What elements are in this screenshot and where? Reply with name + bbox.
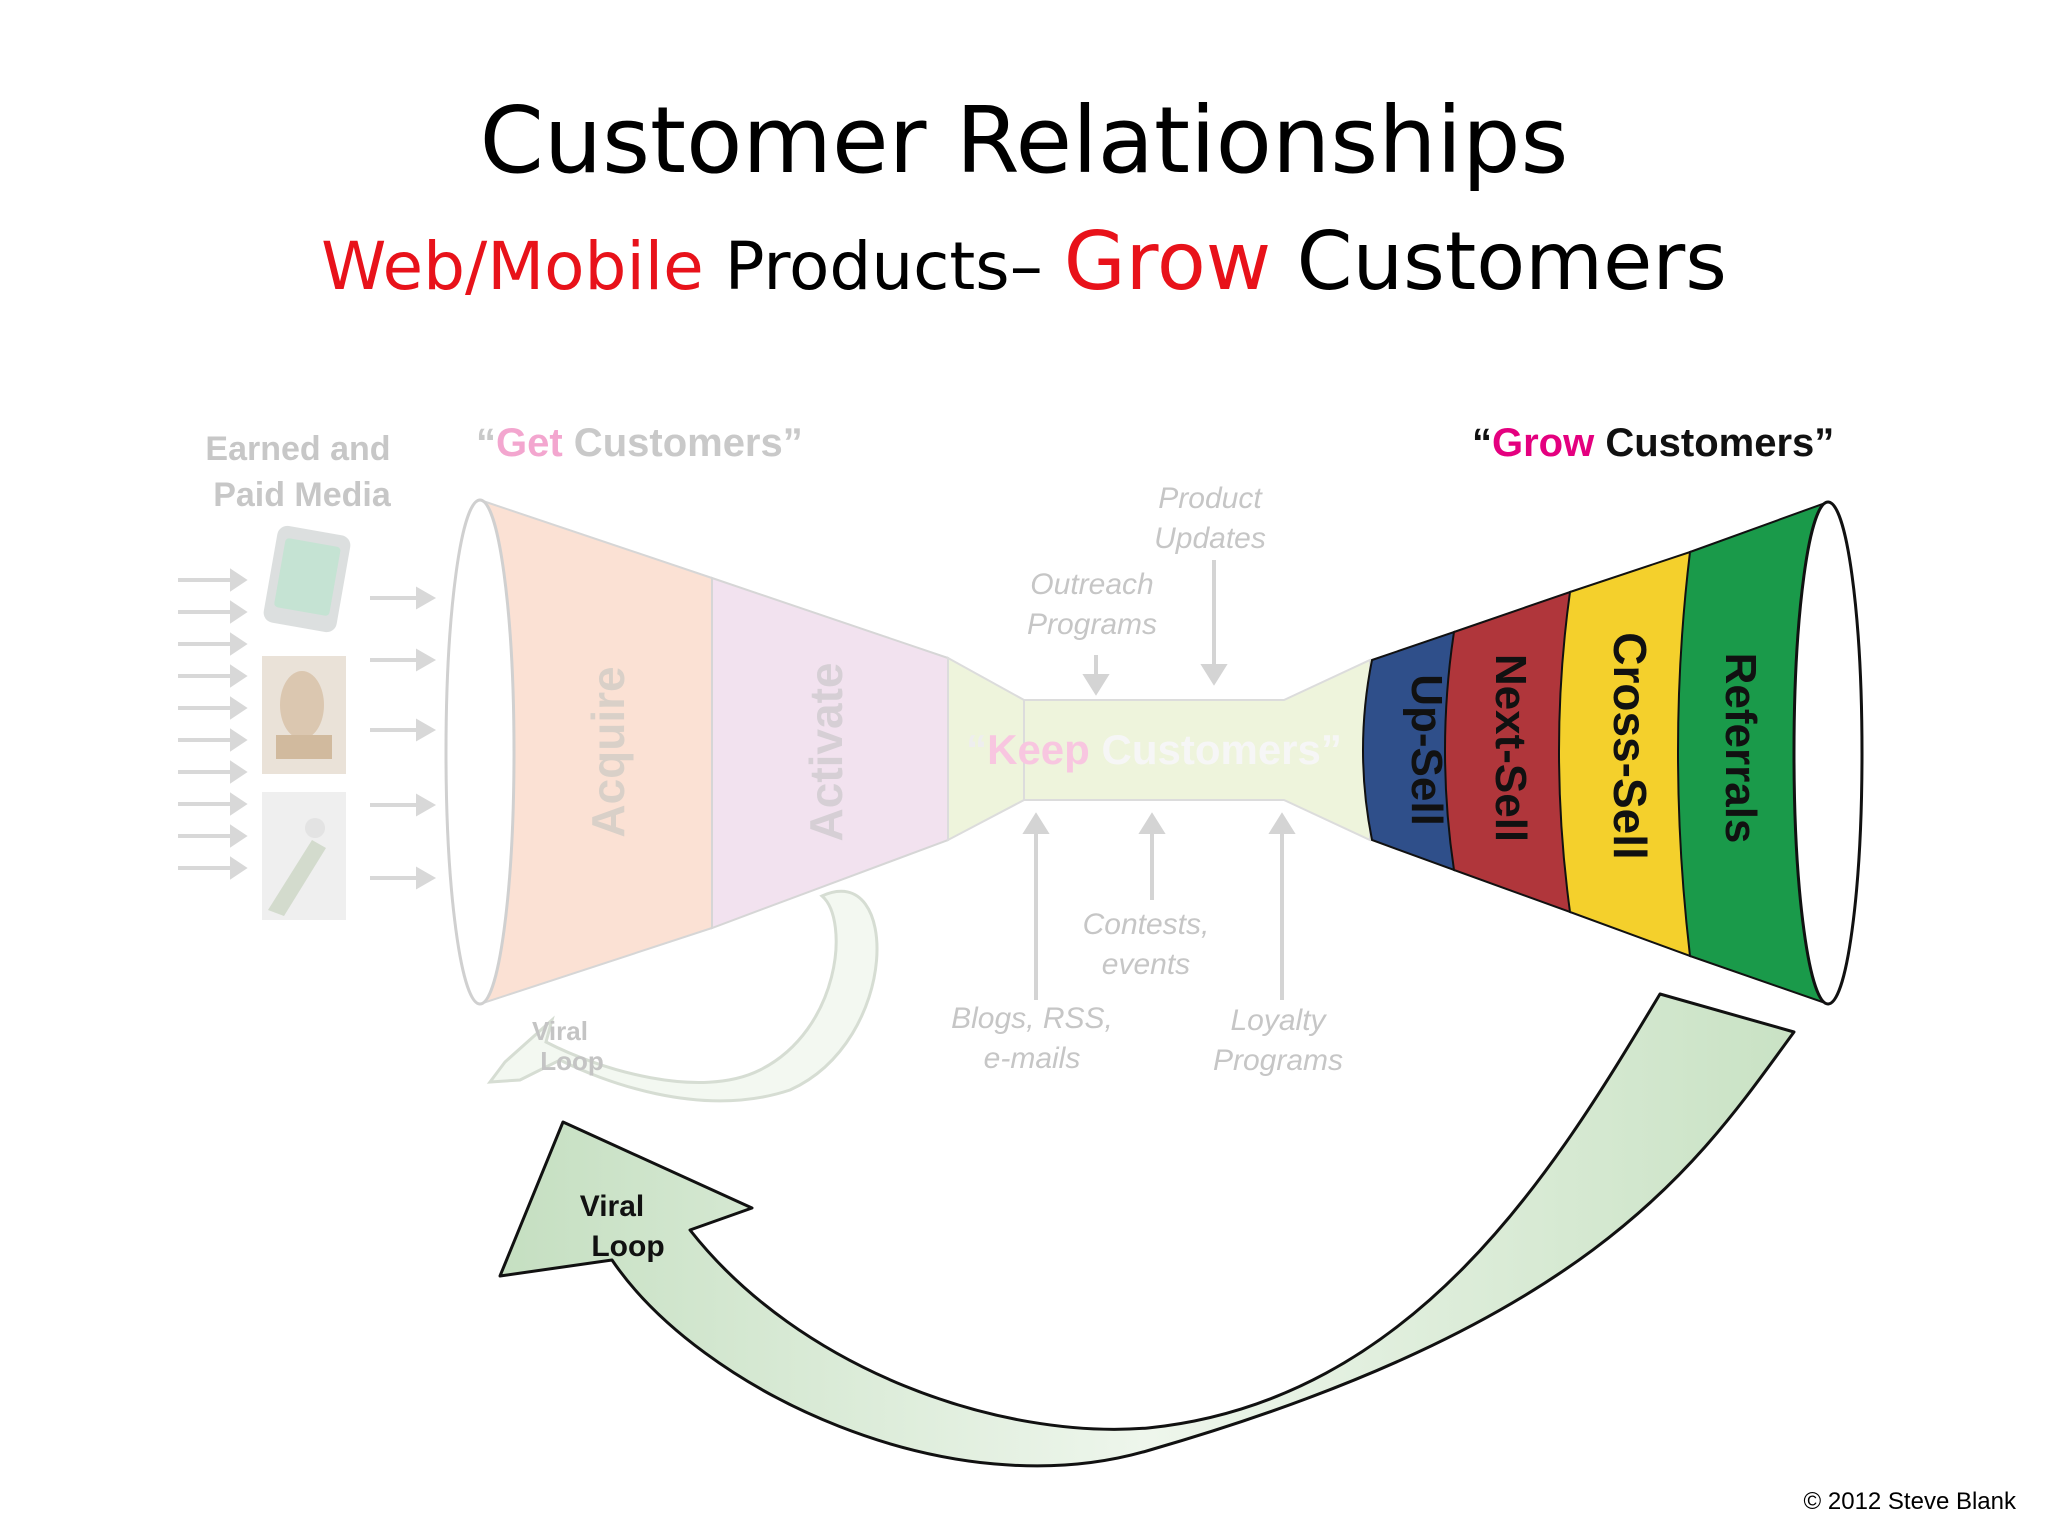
upsell-segment [1362, 630, 1455, 872]
arrow-icon [370, 648, 437, 672]
get-word: Get [496, 421, 563, 465]
arrow-icon [178, 632, 248, 656]
outreach-line1: Outreach [1030, 568, 1153, 601]
acquire-label: Acquire [582, 666, 634, 837]
nextsell-segment [1444, 590, 1571, 914]
blogs-line2: e-mails [984, 1042, 1081, 1075]
incoming-arrows [178, 568, 437, 890]
arrow-icon [370, 718, 437, 742]
upsell-label: Up-Sell [1402, 674, 1451, 826]
cowboy-photo [262, 656, 346, 774]
activate-label: Activate [800, 663, 852, 842]
page-title: Customer Relationships [479, 87, 1569, 194]
crosssell-label: Cross-Sell [1604, 632, 1656, 860]
grow-word: Grow [1492, 421, 1595, 465]
get-open-quote: “ [476, 421, 496, 465]
grow-open-quote: “ [1472, 421, 1492, 465]
small-viral-line1: Viral [532, 1016, 588, 1046]
big-viral-loop: Viral Loop [498, 992, 1796, 1468]
subtitle-web-mobile: Web/Mobile [321, 228, 704, 305]
arrow-down-icon [1200, 560, 1228, 686]
get-rest: Customers” [563, 421, 803, 465]
keep-inputs [1022, 560, 1296, 1000]
get-funnel-mouth [444, 498, 516, 1006]
keep-open-quote: “ [966, 726, 987, 773]
arrow-icon [178, 600, 248, 624]
arrow-icon [178, 696, 248, 720]
keep-word: Keep [987, 726, 1090, 773]
grow-customers-heading: “Grow Customers” [1472, 421, 1834, 465]
champagne-photo [262, 792, 346, 920]
big-viral-line1: Viral [580, 1190, 645, 1223]
media-inputs: Earned and Paid Media [178, 430, 437, 920]
grow-rest: Customers” [1594, 421, 1834, 465]
arrow-icon [178, 792, 248, 816]
grow-funnel-mouth [1792, 500, 1864, 1006]
arrow-up-icon [1022, 812, 1050, 1000]
copyright-notice: © 2012 Steve Blank [1803, 1488, 2016, 1515]
referrals-segment [1677, 500, 1829, 1006]
get-customers-funnel: Acquire Activate [444, 498, 1025, 1006]
media-label-line2: Paid Media [213, 476, 392, 514]
keep-rest: Customers” [1090, 726, 1342, 773]
subtitle-customers: Customers [1271, 215, 1727, 308]
referrals-label: Referrals [1716, 653, 1765, 844]
arrow-up-icon [1268, 812, 1296, 1000]
arrow-icon [178, 760, 248, 784]
arrow-icon [370, 586, 437, 610]
small-viral-loop: Viral Loop [486, 889, 879, 1103]
contests-line1: Contests, [1083, 908, 1210, 941]
keep-labels: Product Updates Outreach Programs Contes… [951, 482, 1343, 1077]
page-subtitle: Web/Mobile Products– Grow Customers [0, 222, 2048, 302]
arrow-icon [178, 664, 248, 688]
arrow-icon [370, 866, 437, 890]
arrow-up-icon [1138, 812, 1166, 900]
subtitle-products: Products– [703, 228, 1064, 305]
arrow-icon [370, 793, 437, 817]
phone-media-image [263, 525, 351, 633]
keep-customers-label: “Keep Customers” [966, 726, 1342, 773]
outreach-line2: Programs [1027, 608, 1157, 641]
small-viral-line2: Loop [540, 1046, 604, 1076]
big-viral-line2: Loop [591, 1230, 664, 1263]
arrow-icon [178, 728, 248, 752]
nextsell-label: Next-Sell [1486, 654, 1535, 842]
arrow-icon [178, 824, 248, 848]
grow-customers-funnel: Up-Sell Next-Sell Cross-Sell Referrals [1362, 500, 1864, 1006]
loyalty-line2: Programs [1213, 1044, 1343, 1077]
product-updates-line1: Product [1158, 482, 1263, 515]
product-updates-line2: Updates [1154, 522, 1266, 555]
blogs-line1: Blogs, RSS, [951, 1002, 1113, 1035]
get-customers-heading: “Get Customers” [476, 421, 803, 465]
loyalty-line1: Loyalty [1230, 1004, 1327, 1037]
contests-line2: events [1102, 948, 1190, 981]
arrow-icon [178, 568, 248, 592]
keep-customers-tube: “Keep Customers” [966, 658, 1371, 842]
media-label-line1: Earned and [205, 430, 390, 468]
subtitle-grow: Grow [1063, 215, 1272, 308]
arrow-down-icon [1082, 655, 1110, 696]
arrow-icon [178, 856, 248, 880]
crosssell-segment [1558, 550, 1691, 958]
